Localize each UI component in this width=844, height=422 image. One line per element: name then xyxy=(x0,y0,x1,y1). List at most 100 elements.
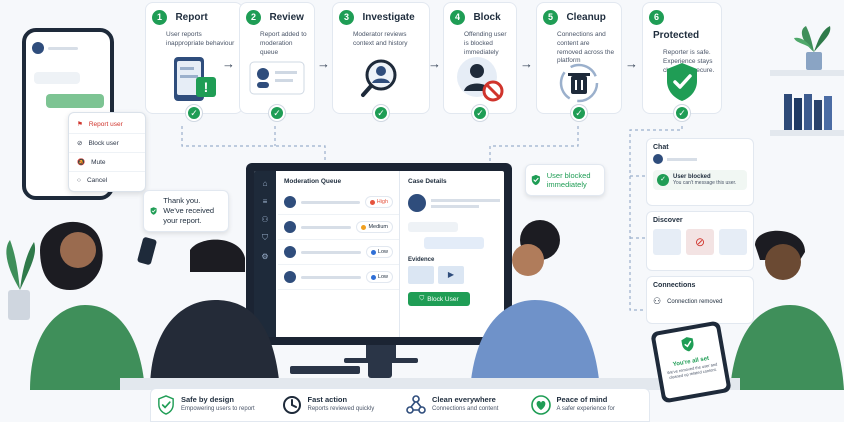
step-description: Connections and content are removed acro… xyxy=(557,31,615,65)
step-description: Offending user is blocked immediately xyxy=(464,31,507,56)
queue-item[interactable]: Low xyxy=(278,240,399,265)
toast-message: Thank you. We've received your report. xyxy=(163,196,215,225)
video-thumbnail-icon[interactable]: ▶ xyxy=(438,266,464,284)
monitor-stand xyxy=(366,345,396,359)
feature-title: Safe by design xyxy=(181,395,234,404)
step-card-protected: 6 Protected Reporter is safe. Experience… xyxy=(642,2,722,121)
moderation-team-illustration xyxy=(30,220,844,390)
profile-card[interactable] xyxy=(719,229,747,255)
block-icon: ⊘ xyxy=(77,140,83,147)
panel-title: Chat xyxy=(653,144,669,151)
priority-badge: High xyxy=(364,196,393,208)
case-details: Case Details Evidence ▶ ⛉ Block User xyxy=(404,171,504,337)
check-icon: ✓ xyxy=(186,105,202,121)
bell-off-icon: 🔕 xyxy=(77,159,86,166)
step-card-cleanup: 5 Cleanup Connections and content are re… xyxy=(536,2,622,121)
toast-message: User blocked immediately xyxy=(546,170,591,189)
check-icon: ✓ xyxy=(674,105,690,121)
user-block-icon xyxy=(457,57,504,102)
menu-item-block-user[interactable]: ⊘ Block user xyxy=(69,134,145,153)
potted-plant-icon xyxy=(794,26,831,70)
queue-title: Moderation Queue xyxy=(284,178,342,185)
feature-title: Fast action xyxy=(307,395,348,404)
blocked-subtext: You can't message this user. xyxy=(673,180,737,186)
shield-icon[interactable]: ⛉ xyxy=(262,233,268,242)
step-number: 1 xyxy=(152,10,167,26)
avatar xyxy=(284,246,296,258)
shield-check-icon xyxy=(681,337,694,352)
moderation-monitor: ⌂ ≡ ⚇ ⛉ ⚙ Moderation Queue High Medium L… xyxy=(246,163,512,345)
image-thumbnail-icon[interactable] xyxy=(408,266,434,284)
dashboard-sidebar: ⌂ ≡ ⚇ ⛉ ⚙ xyxy=(254,171,276,337)
shield-check-icon xyxy=(150,207,157,215)
check-icon: ✓ xyxy=(269,105,285,121)
menu-item-report-user[interactable]: ⚑ Report user xyxy=(69,115,145,134)
queue-item[interactable]: High xyxy=(278,190,399,215)
arrow-right-icon: → xyxy=(625,56,638,71)
arrow-right-icon: → xyxy=(317,56,330,71)
heart-icon xyxy=(530,395,551,415)
user-blocked-toast: User blocked immediately xyxy=(525,164,605,196)
avatar xyxy=(653,154,663,164)
avatar xyxy=(408,194,426,212)
feature-desc: Empowering users to report xyxy=(181,406,255,412)
feature-title: Peace of mind xyxy=(556,395,608,404)
users-icon[interactable]: ⚇ xyxy=(261,215,269,224)
books-decor xyxy=(784,94,832,130)
check-icon: ✓ xyxy=(571,105,587,121)
trash-refresh-icon xyxy=(559,63,599,103)
blocked-notice: ✓ User blocked You can't message this us… xyxy=(653,170,747,190)
step-number: 6 xyxy=(649,10,664,26)
queue-item[interactable]: Low xyxy=(278,265,399,290)
step-title: Report xyxy=(175,12,208,24)
profile-card[interactable] xyxy=(653,229,681,255)
list-icon[interactable]: ≡ xyxy=(262,197,268,206)
check-icon: ✓ xyxy=(657,174,669,186)
shield-icon: ⛉ xyxy=(419,295,425,302)
step-number: 4 xyxy=(450,10,465,26)
report-menu: ⚑ Report user ⊘ Block user 🔕 Mute ○ Canc… xyxy=(68,112,146,192)
profile-card-icon xyxy=(249,61,305,95)
message-bubble xyxy=(34,72,80,84)
case-title: Case Details xyxy=(408,178,447,185)
step-number: 3 xyxy=(339,10,354,26)
menu-item-mute[interactable]: 🔕 Mute xyxy=(69,153,145,172)
shield-check-icon xyxy=(158,395,174,415)
gear-icon[interactable]: ⚙ xyxy=(261,252,269,261)
priority-badge: Low xyxy=(365,271,393,283)
phone-alert-icon: ! xyxy=(174,57,216,101)
step-title: Investigate xyxy=(362,12,415,24)
thank-you-toast: Thank you. We've received your report. xyxy=(143,190,229,232)
avatar xyxy=(284,271,296,283)
step-card-block: 4 Block Offending user is blocked immedi… xyxy=(443,2,517,121)
wall-shelf xyxy=(770,70,844,76)
discover-panel: Discover ⊘ xyxy=(646,211,754,271)
step-description: Moderator reviews context and history xyxy=(353,31,408,47)
magnifier-user-icon xyxy=(361,59,397,97)
block-user-button[interactable]: ⛉ Block User xyxy=(408,292,470,306)
queue-item[interactable]: Medium xyxy=(278,215,399,240)
menu-item-label: Block user xyxy=(88,139,119,147)
check-icon: ✓ xyxy=(472,105,488,121)
step-card-review: 2 Review Report added to moderation queu… xyxy=(239,2,315,121)
check-icon: ✓ xyxy=(373,105,389,121)
flag-icon: ⚑ xyxy=(77,121,83,128)
chat-header xyxy=(32,42,78,54)
arrow-right-icon: → xyxy=(520,56,533,71)
wall-shelf-lower xyxy=(770,130,844,136)
home-icon[interactable]: ⌂ xyxy=(262,179,268,188)
menu-item-cancel[interactable]: ○ Cancel xyxy=(69,172,145,189)
blocked-status: User blocked xyxy=(673,174,711,180)
feature-desc: Reports reviewed quickly xyxy=(307,406,375,412)
connection-status: Connection removed xyxy=(667,298,723,305)
arrow-right-icon: → xyxy=(428,56,441,71)
avatar xyxy=(284,196,296,208)
step-title: Review xyxy=(269,12,304,24)
menu-item-label: Mute xyxy=(91,158,106,166)
moderation-dashboard: ⌂ ≡ ⚇ ⛉ ⚙ Moderation Queue High Medium L… xyxy=(254,171,504,337)
svg-text:!: ! xyxy=(204,79,209,95)
